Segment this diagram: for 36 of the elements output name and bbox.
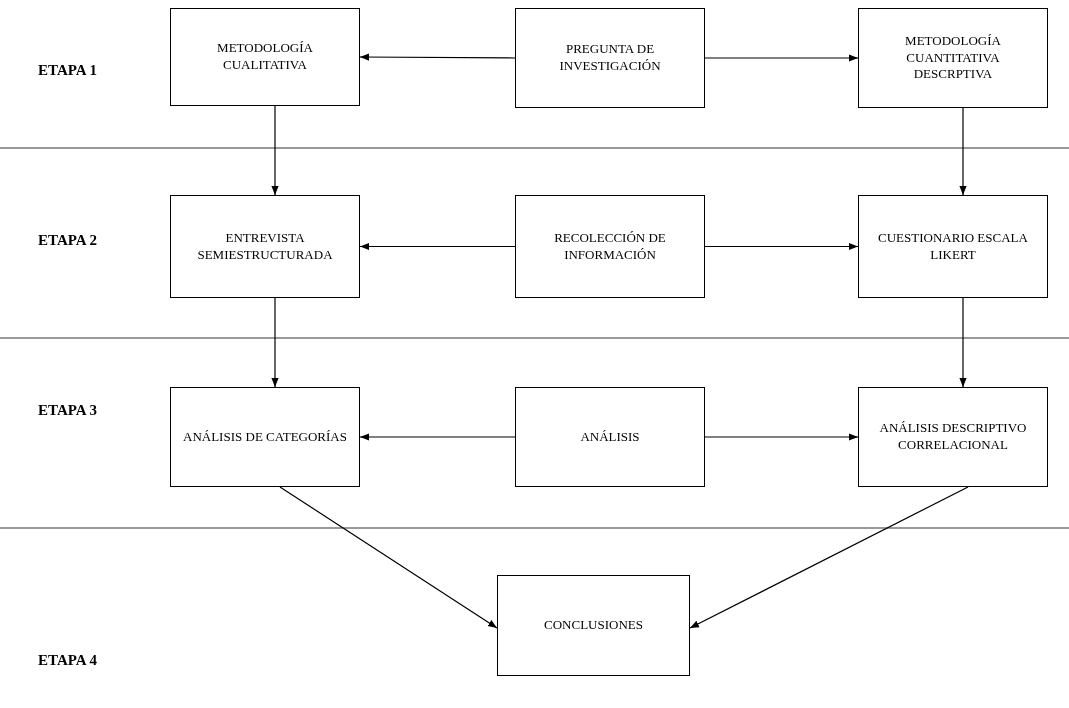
process-box [515, 8, 705, 108]
arrow [704, 242, 859, 251]
stage-label: ETAPA 2 [38, 232, 98, 249]
box-text: ANÁLISIS DESCRIPTIVO CORRELACIONAL [878, 420, 1028, 454]
process-box [170, 8, 360, 106]
box-text: ENTREVISTA SEMIESTRUCTURADA [196, 229, 334, 264]
box-text: METODOLOGÍA CUALITATIVA [216, 40, 314, 74]
process-box [170, 195, 360, 298]
process-box [497, 575, 690, 676]
box-text: CUESTIONARIO ESCALA LIKERT [877, 229, 1029, 264]
arrow [271, 105, 279, 196]
stage-label: ETAPA 3 [38, 402, 98, 419]
process-box [515, 387, 705, 487]
process-box [858, 8, 1048, 108]
process-box [858, 387, 1048, 487]
arrow [359, 433, 516, 441]
stage-label: ETAPA 1 [38, 62, 98, 79]
box-text: RECOLECCIÓN DE INFORMACIÓN [553, 229, 667, 264]
arrow [959, 107, 967, 196]
process-box [858, 195, 1048, 298]
arrow [704, 433, 859, 441]
arrow [271, 297, 279, 388]
stage-label: ETAPA 4 [38, 652, 98, 669]
arrow [279, 486, 498, 629]
box-text: CONCLUSIONES [543, 617, 644, 634]
box-text: METODOLOGÍA CUANTITATIVA DESCRPTIVA [904, 32, 1002, 84]
arrow [689, 486, 969, 629]
arrow [959, 297, 967, 388]
box-text: ANÁLISIS [579, 428, 641, 446]
arrow [359, 53, 516, 61]
box-text: PREGUNTA DE INVESTIGACIÓN [558, 41, 662, 75]
arrow [704, 54, 859, 62]
process-box [170, 387, 360, 487]
process-box [515, 195, 705, 298]
arrow [359, 242, 516, 251]
box-text: ANÁLISIS DE CATEGORÍAS [182, 428, 348, 446]
